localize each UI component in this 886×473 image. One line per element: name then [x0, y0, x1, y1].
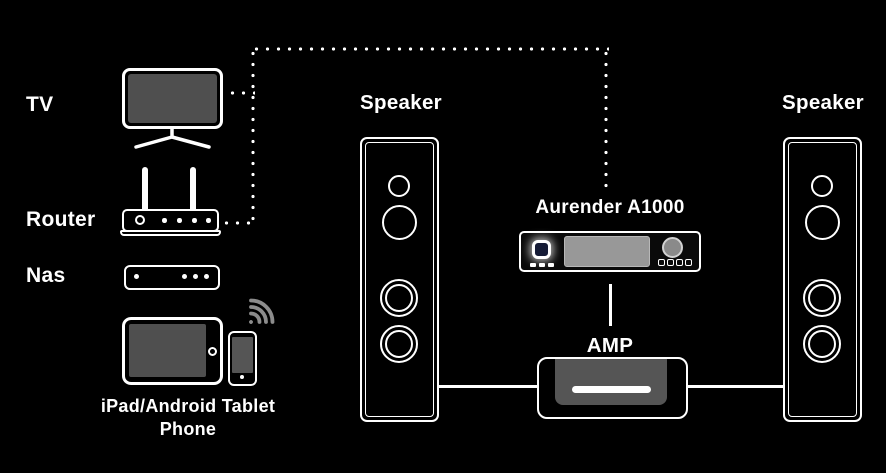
nas-led-dot — [182, 274, 187, 279]
speaker-tweeter-icon — [388, 175, 410, 197]
speaker-mid-driver-icon — [805, 205, 840, 240]
speaker-woofer-icon — [803, 325, 841, 363]
phone-screen — [232, 337, 253, 373]
player-button — [539, 263, 545, 267]
tablet-icon — [122, 317, 223, 385]
speaker-left-label: Speaker — [360, 91, 442, 114]
mobile-label-line1: iPad/Android Tablet — [100, 396, 276, 416]
tv-screen — [128, 74, 217, 123]
router-led-dot — [177, 218, 182, 223]
tablet-screen — [129, 324, 206, 377]
nas-icon — [124, 265, 220, 290]
amp-to-right-speaker-line — [688, 385, 783, 388]
speaker-right-label: Speaker — [782, 91, 864, 114]
nas-led-dot — [193, 274, 198, 279]
player-volume-knob-icon — [662, 237, 683, 258]
player-port-icon — [676, 259, 683, 266]
router-to-network-dotted-line — [221, 221, 253, 225]
wifi-icon — [249, 298, 275, 324]
tablet-home-button-icon — [208, 347, 217, 356]
player-port-icon — [667, 259, 674, 266]
speaker-right-icon — [783, 137, 862, 422]
router-led-dot — [162, 218, 167, 223]
tv-stand-icon — [134, 128, 211, 149]
player-icon — [519, 231, 701, 272]
nas-led-dot — [204, 274, 209, 279]
mobile-label-line2: Phone — [159, 419, 217, 439]
player-button — [548, 263, 554, 267]
speaker-left-front-panel — [365, 142, 434, 417]
amp-to-left-speaker-line — [439, 385, 537, 388]
speaker-woofer-icon — [380, 279, 418, 317]
player-port-icon — [685, 259, 692, 266]
speaker-right-front-panel — [788, 142, 857, 417]
router-icon — [122, 209, 219, 232]
player-button — [530, 263, 536, 267]
phone-icon — [228, 331, 257, 386]
player-label: Aurender A1000 — [535, 197, 685, 218]
amp-inner-panel — [555, 359, 667, 405]
phone-home-button-icon — [240, 375, 244, 379]
amp-slot — [572, 386, 651, 393]
nas-label: Nas — [26, 264, 66, 287]
network-to-player-dotted-line — [604, 48, 608, 188]
speaker-woofer-icon — [380, 325, 418, 363]
tv-to-network-dotted-line — [227, 91, 255, 95]
speaker-mid-driver-icon — [382, 205, 417, 240]
amp-icon — [537, 357, 688, 419]
player-port-icon — [658, 259, 665, 266]
player-display — [564, 236, 650, 267]
router-antenna-left-icon — [142, 167, 148, 212]
nas-led-dot — [134, 274, 139, 279]
player-power-glow-icon — [532, 240, 551, 259]
router-label: Router — [26, 208, 96, 231]
router-antenna-right-icon — [190, 167, 196, 212]
amp-label: AMP — [586, 334, 634, 357]
tv-label: TV — [26, 93, 54, 116]
tv-icon — [122, 68, 223, 129]
speaker-left-icon — [360, 137, 439, 422]
router-led-dot — [192, 218, 197, 223]
router-led-dot — [206, 218, 211, 223]
top-horizontal-dotted-line — [251, 47, 609, 51]
player-to-amp-line — [609, 284, 612, 326]
speaker-woofer-icon — [803, 279, 841, 317]
left-vertical-dotted-line — [251, 48, 255, 226]
speaker-tweeter-icon — [811, 175, 833, 197]
router-led-ring — [135, 215, 145, 225]
